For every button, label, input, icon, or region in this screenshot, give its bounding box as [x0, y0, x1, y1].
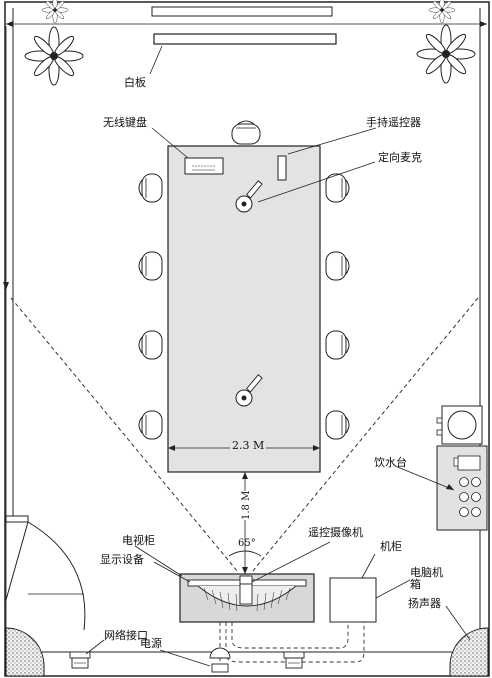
power-leader [159, 649, 211, 667]
room-width-dimension [6, 21, 487, 27]
whiteboard [153, 33, 337, 45]
pc-box-label-line2: 箱 [410, 578, 421, 591]
mic-leader [257, 161, 376, 203]
ptz-camera [239, 575, 253, 605]
camera-leader [251, 541, 331, 583]
door [5, 515, 86, 631]
plant-top-right-small [428, 0, 456, 24]
view-angle-label: 65° [238, 538, 256, 549]
plant-right [416, 24, 476, 84]
wireless-keyboard-label: 无线键盘 [103, 116, 147, 129]
chair [138, 410, 163, 440]
chair [231, 120, 261, 145]
view-angle-arc [228, 550, 262, 557]
power-label: 电源 [140, 637, 162, 650]
camera-distance-dimension [242, 472, 248, 574]
display-device-label: 显示设备 [100, 553, 144, 566]
network-port-leader [85, 639, 105, 655]
chair [325, 251, 350, 281]
chair [325, 173, 350, 203]
chair [138, 173, 163, 203]
computer-cabinet [329, 577, 377, 623]
water-dispenser-label: 饮水台 [374, 456, 407, 469]
pc-box-label-line1: 电脑机 [410, 566, 443, 579]
handheld-remote [277, 155, 287, 181]
table-width-label: 2.3 M [230, 439, 267, 452]
directional-mic-1 [235, 180, 263, 213]
directional-mic-2 [235, 374, 263, 407]
speaker-right [449, 627, 489, 677]
directional-mic-label: 定向麦克 [378, 151, 422, 164]
handheld-remote-label: 手持遥控器 [366, 116, 421, 129]
room-length-dimension [3, 26, 9, 670]
cabinet-label: 机柜 [380, 540, 402, 553]
network-port-label: 网络接口 [104, 629, 148, 642]
chair [325, 410, 350, 440]
pc-box-leader [375, 579, 411, 599]
water-dispenser [436, 405, 488, 531]
chair [325, 330, 350, 360]
speaker-left [5, 627, 45, 677]
keyboard-leader [151, 127, 189, 159]
camera-distance-label: 1.8 M [241, 490, 252, 520]
tv-cabinet-label: 电视柜 [122, 534, 155, 547]
speaker-leader [445, 605, 471, 641]
water-dispenser-leader [394, 465, 455, 491]
tv-cabinet-leader [134, 545, 183, 577]
whiteboard-top [151, 6, 333, 17]
cabinet-leader [361, 553, 376, 579]
network-port-left [69, 651, 91, 669]
power-outlet [209, 647, 231, 673]
wireless-keyboard [184, 157, 224, 175]
plant-left [24, 26, 84, 86]
speaker-label: 扬声器 [408, 597, 441, 610]
display-leader [153, 561, 191, 583]
room-walls [4, 1, 490, 677]
ptz-camera-label: 遥控摄像机 [308, 526, 363, 539]
network-port-right [283, 651, 305, 669]
plant-top-left-small [41, 0, 69, 24]
camera-view-lines [10, 297, 479, 573]
conference-table [167, 145, 321, 473]
chair [138, 330, 163, 360]
chair [138, 251, 163, 281]
whiteboard-label: 白板 [124, 76, 146, 89]
remote-leader [287, 127, 377, 155]
whiteboard-leader [149, 45, 163, 75]
